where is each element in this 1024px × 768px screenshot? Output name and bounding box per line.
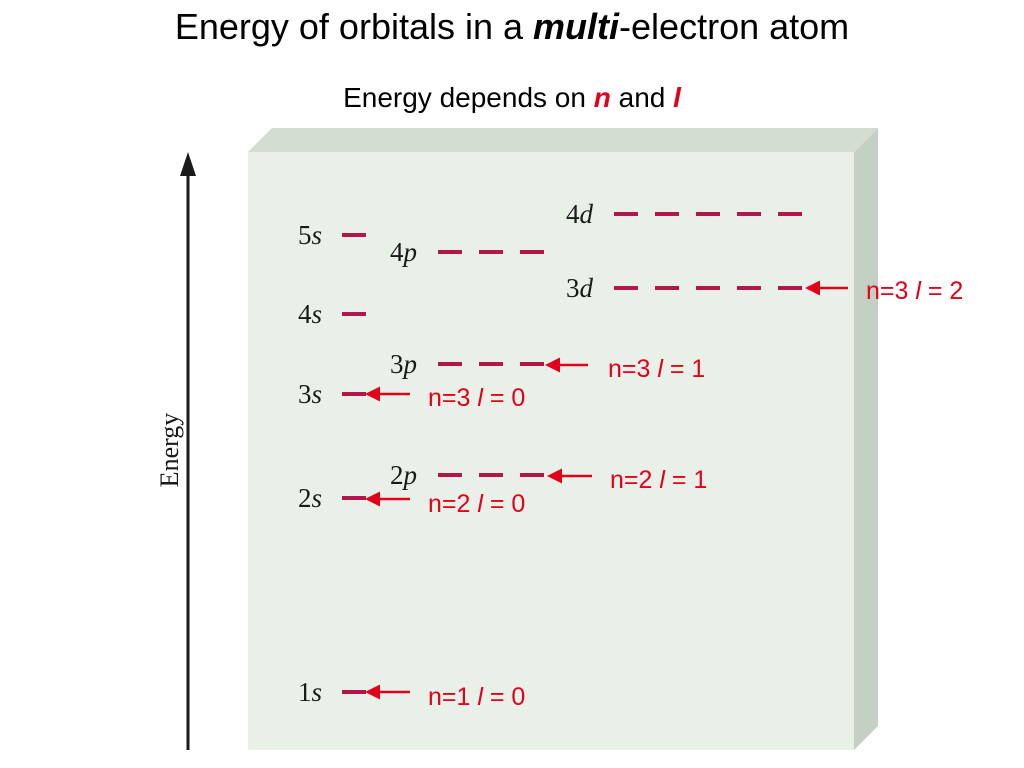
orbital-label-2s: 2s [298, 483, 322, 513]
orbital-label-4s: 4s [298, 299, 322, 329]
orbital-level-2s: 2s [298, 483, 366, 513]
orbital-level-3s: 3s [298, 379, 366, 409]
annotation-label-2s: n=2 l = 0 [428, 490, 525, 518]
title-text-post: -electron atom [619, 6, 850, 47]
orbital-annotations: n=1 l = 0 n=2 l = 0 n=2 l = 1 n=3 l = 0 n=3 … [365, 277, 963, 711]
orbital-level-4s: 4s [298, 299, 366, 329]
annotation-label-2p: n=2 l = 1 [610, 466, 707, 494]
annotation-2p: n=2 l = 1 [547, 466, 707, 494]
subtitle-text-mid: and [610, 82, 674, 113]
orbital-level-3p: 3p [390, 349, 544, 379]
orbital-level-3d: 3d [566, 273, 802, 303]
orbital-label-3s: 3s [298, 379, 322, 409]
subtitle-symbol-n: n [593, 82, 611, 113]
subtitle-text-pre: Energy depends on [343, 82, 594, 113]
orbital-levels: 1s 2s 2p 3s 3p 4s 3d 4p 5s 4d [298, 199, 802, 707]
orbital-level-5s: 5s [298, 220, 366, 250]
orbital-label-1s: 1s [298, 677, 322, 707]
orbital-level-2p: 2p [390, 460, 544, 490]
energy-axis-label: Energy [155, 413, 184, 488]
panel-top-face [248, 128, 878, 152]
orbital-level-4d: 4d [566, 199, 802, 229]
panel-front-face [248, 152, 854, 750]
annotation-2s: n=2 l = 0 [365, 490, 525, 518]
annotation-label-3p: n=3 l = 1 [608, 355, 705, 383]
energy-panel [248, 128, 878, 750]
annotation-3s: n=3 l = 0 [365, 384, 525, 412]
title-text-emphasis: multi [533, 6, 620, 47]
orbital-label-3p: 3p [390, 349, 417, 379]
orbital-label-4d: 4d [566, 199, 594, 229]
panel-side-face [854, 128, 878, 750]
subtitle-symbol-l: l [673, 82, 681, 113]
annotation-label-3s: n=3 l = 0 [428, 384, 525, 412]
annotation-label-3d: n=3 l = 2 [866, 277, 963, 305]
slide-title: Energy of orbitals in a multi-electron a… [0, 6, 1024, 48]
slide-subtitle: Energy depends on n and l [0, 82, 1024, 114]
annotation-3p: n=3 l = 1 [545, 355, 705, 383]
annotation-1s: n=1 l = 0 [365, 683, 525, 711]
energy-axis: Energy [155, 152, 196, 750]
energy-axis-arrowhead [180, 152, 196, 176]
orbital-label-2p: 2p [390, 460, 417, 490]
orbital-level-1s: 1s [298, 677, 366, 707]
orbital-label-4p: 4p [390, 237, 417, 267]
orbital-label-5s: 5s [298, 220, 322, 250]
orbital-level-4p: 4p [390, 237, 544, 267]
annotation-3d: n=3 l = 2 [805, 277, 963, 305]
title-text-pre: Energy of orbitals in a [174, 6, 534, 47]
orbital-label-3d: 3d [566, 273, 594, 303]
annotation-label-1s: n=1 l = 0 [428, 683, 525, 711]
